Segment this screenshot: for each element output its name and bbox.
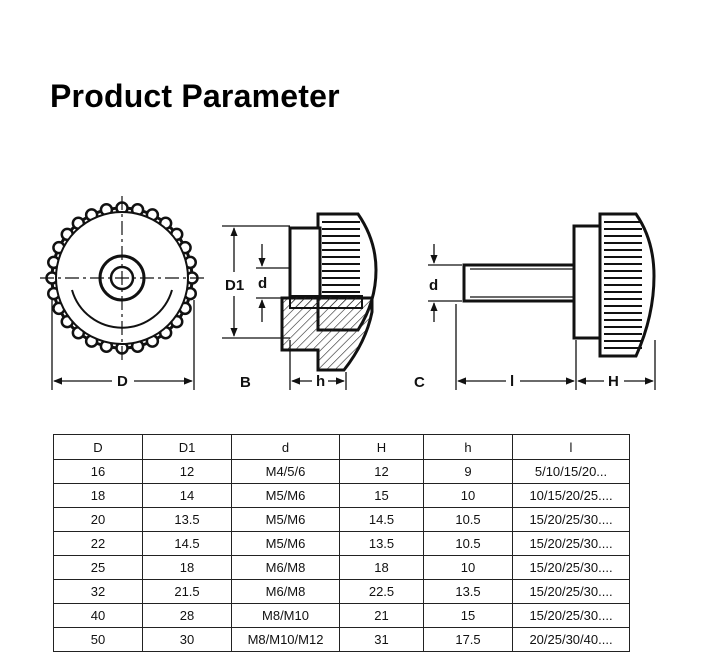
table-cell: 21 [339,603,424,628]
table-row: 16 12 M4/5/6 12 9 5/10/15/20... [53,459,630,484]
table-cell: M8/M10 [231,603,340,628]
column-header: d [231,434,340,460]
table-cell: 13.5 [423,579,513,604]
table-cell: 28 [142,603,232,628]
parameter-table: D D1 d H h l 16 12 M4/5/6 12 9 5/10/15/2… [53,434,630,652]
table-row: 22 14.5 M5/M6 13.5 10.5 15/20/25/30.... [53,531,630,556]
label-l: l [510,373,514,390]
table-row: 25 18 M6/M8 18 10 15/20/25/30.... [53,555,630,580]
label-d-side: d [258,275,267,292]
table-cell: 14 [142,483,232,508]
section-view-b: D1 d h B [222,212,378,391]
table-cell: 15 [339,483,424,508]
table-cell: 12 [142,459,232,484]
table-cell: M5/M6 [231,483,340,508]
table-cell: M4/5/6 [231,459,340,484]
table-cell: 20 [53,507,143,532]
table-cell: 14.5 [339,507,424,532]
technical-drawing: D D1 d h B [40,196,656,391]
table-cell: 5/10/15/20... [512,459,630,484]
table-row: 32 21.5 M6/M8 22.5 13.5 15/20/25/30.... [53,579,630,604]
table-cell: 15/20/25/30.... [512,555,630,580]
table-cell: 40 [53,603,143,628]
table-cell: 22 [53,531,143,556]
table-cell: 10 [423,555,513,580]
table-row: 40 28 M8/M10 21 15 15/20/25/30.... [53,603,630,628]
table-row: 20 13.5 M5/M6 14.5 10.5 15/20/25/30.... [53,507,630,532]
table-cell: 13.5 [339,531,424,556]
table-cell: M6/M8 [231,579,340,604]
table-cell: 13.5 [142,507,232,532]
label-h: h [316,373,325,390]
page-title: Product Parameter [50,78,340,114]
table-cell: 15 [423,603,513,628]
table-cell: 18 [339,555,424,580]
table-cell: 10 [423,483,513,508]
table-row: 18 14 M5/M6 15 10 10/15/20/25.... [53,483,630,508]
label-D: D [117,373,128,390]
table-cell: 10/15/20/25.... [512,483,630,508]
table-cell: 17.5 [423,627,513,652]
table-cell: M6/M8 [231,555,340,580]
front-view-knob: D [40,196,204,390]
table-cell: 20/25/30/40.... [512,627,630,652]
side-view-c: d l H C [414,212,656,391]
table-cell: 31 [339,627,424,652]
table-cell: M5/M6 [231,507,340,532]
label-B: B [240,374,251,391]
table-cell: 18 [53,483,143,508]
table-cell: 22.5 [339,579,424,604]
table-cell: M8/M10/M12 [231,627,340,652]
table-cell: 15/20/25/30.... [512,531,630,556]
table-cell: 10.5 [423,531,513,556]
column-header: D [53,434,143,460]
table-cell: 10.5 [423,507,513,532]
table-cell: 16 [53,459,143,484]
column-header: H [339,434,424,460]
table-cell: 25 [53,555,143,580]
table-cell: 9 [423,459,513,484]
label-D1: D1 [225,277,244,294]
table-cell: 30 [142,627,232,652]
label-d-bolt: d [429,277,438,294]
table-header-row: D D1 d H h l [53,434,630,460]
table-cell: 21.5 [142,579,232,604]
column-header: D1 [142,434,232,460]
column-header: h [423,434,513,460]
label-H: H [608,373,619,390]
label-C: C [414,374,425,391]
table-cell: 32 [53,579,143,604]
table-cell: 18 [142,555,232,580]
table-cell: 14.5 [142,531,232,556]
table-cell: 15/20/25/30.... [512,507,630,532]
table-cell: 12 [339,459,424,484]
table-cell: 15/20/25/30.... [512,579,630,604]
table-cell: 50 [53,627,143,652]
column-header: l [512,434,630,460]
table-row: 50 30 M8/M10/M12 31 17.5 20/25/30/40.... [53,627,630,652]
table-cell: 15/20/25/30.... [512,603,630,628]
table-cell: M5/M6 [231,531,340,556]
